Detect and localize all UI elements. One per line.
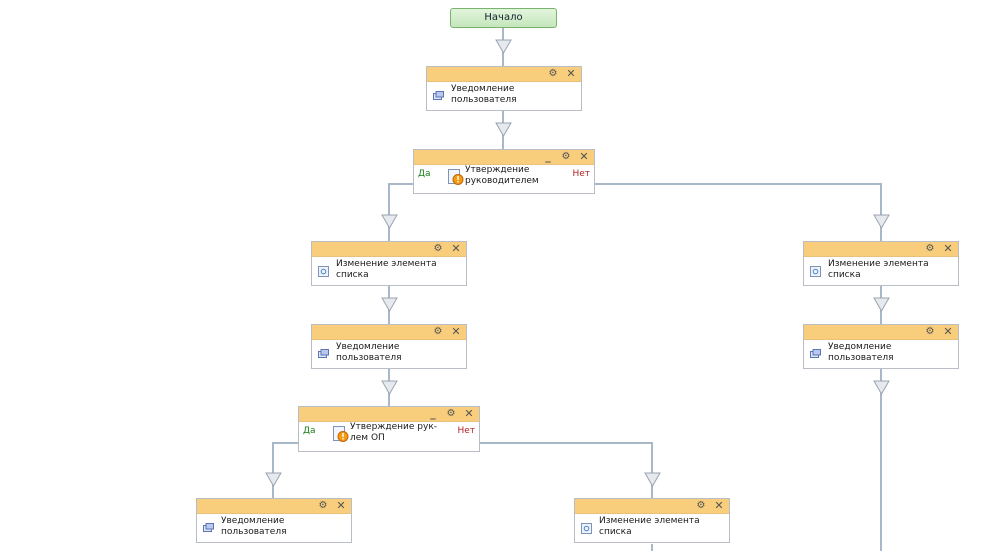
gear-icon[interactable]: ⚙ (925, 243, 935, 254)
start-label: Начало (484, 12, 523, 23)
action-header: ⚙ ✕ (575, 499, 729, 514)
insert-triangle-icon[interactable] (495, 39, 512, 57)
minimize-icon[interactable]: _ (545, 150, 551, 163)
list-item-edit-icon (318, 266, 329, 277)
action-label: Изменение элемента списка (828, 259, 929, 280)
action-header: _ ⚙ ✕ (299, 407, 479, 422)
notification-icon (433, 91, 444, 101)
close-icon[interactable]: ✕ (451, 242, 461, 255)
insert-triangle-icon[interactable] (495, 122, 512, 140)
notification-icon (810, 349, 821, 359)
close-icon[interactable]: ✕ (451, 325, 461, 338)
insert-triangle-icon[interactable] (381, 214, 398, 232)
action-label: Утверждение руководителем (465, 165, 539, 186)
close-icon[interactable]: ✕ (943, 325, 953, 338)
close-icon[interactable]: ✕ (566, 67, 576, 80)
insert-triangle-icon[interactable] (381, 380, 398, 398)
branch-no-label: Нет (457, 426, 475, 436)
approval-warning-icon (448, 169, 464, 185)
action-header: ⚙ ✕ (312, 242, 466, 257)
change-list-item-action[interactable]: ⚙ ✕ Изменение элемента списка (803, 241, 959, 286)
insert-triangle-icon[interactable] (873, 380, 890, 398)
action-header: _ ⚙ ✕ (414, 150, 594, 165)
branch-yes-label: Да (303, 426, 316, 436)
insert-triangle-icon[interactable] (873, 297, 890, 315)
action-label: Утверждение рук-лем ОП (350, 422, 438, 443)
action-label: Уведомление пользователя (451, 84, 517, 105)
notification-icon (318, 349, 329, 359)
gear-icon[interactable]: ⚙ (433, 243, 443, 254)
action-label: Изменение элемента списка (599, 516, 700, 537)
action-label: Уведомление пользователя (336, 342, 402, 363)
change-list-item-action[interactable]: ⚙ ✕ Изменение элемента списка (311, 241, 467, 286)
gear-icon[interactable]: ⚙ (433, 326, 443, 337)
notify-user-action[interactable]: ⚙ ✕ Уведомление пользователя (803, 324, 959, 369)
gear-icon[interactable]: ⚙ (696, 500, 706, 511)
close-icon[interactable]: ✕ (464, 407, 474, 420)
list-item-edit-icon (810, 266, 821, 277)
notify-user-action[interactable]: ⚙ ✕ Уведомление пользователя (311, 324, 467, 369)
list-item-edit-icon (581, 523, 592, 534)
action-label: Уведомление пользователя (221, 516, 287, 537)
action-header: ⚙ ✕ (197, 499, 351, 514)
gear-icon[interactable]: ⚙ (548, 68, 558, 79)
change-list-item-action[interactable]: ⚙ ✕ Изменение элемента списка (574, 498, 730, 543)
action-header: ⚙ ✕ (804, 325, 958, 340)
notification-icon (203, 523, 214, 533)
close-icon[interactable]: ✕ (579, 150, 589, 163)
gear-icon[interactable]: ⚙ (925, 326, 935, 337)
approval-op-action[interactable]: _ ⚙ ✕ Да Утверждение рук-лем ОП Нет (298, 406, 480, 452)
close-icon[interactable]: ✕ (336, 499, 346, 512)
gear-icon[interactable]: ⚙ (318, 500, 328, 511)
action-header: ⚙ ✕ (427, 67, 581, 82)
action-header: ⚙ ✕ (804, 242, 958, 257)
insert-triangle-icon[interactable] (265, 472, 282, 490)
action-label: Уведомление пользователя (828, 342, 894, 363)
insert-triangle-icon[interactable] (873, 214, 890, 232)
close-icon[interactable]: ✕ (714, 499, 724, 512)
notify-user-action[interactable]: ⚙ ✕ Уведомление пользователя (426, 66, 582, 111)
gear-icon[interactable]: ⚙ (561, 151, 571, 162)
notify-user-action[interactable]: ⚙ ✕ Уведомление пользователя (196, 498, 352, 543)
gear-icon[interactable]: ⚙ (446, 408, 456, 419)
insert-triangle-icon[interactable] (381, 297, 398, 315)
insert-triangle-icon[interactable] (644, 472, 661, 490)
start-node[interactable]: Начало (450, 8, 557, 28)
approval-warning-icon (333, 426, 349, 442)
close-icon[interactable]: ✕ (943, 242, 953, 255)
branch-yes-label: Да (418, 169, 431, 179)
action-header: ⚙ ✕ (312, 325, 466, 340)
action-label: Изменение элемента списка (336, 259, 437, 280)
branch-no-label: Нет (572, 169, 590, 179)
minimize-icon[interactable]: _ (430, 407, 436, 420)
approval-manager-action[interactable]: _ ⚙ ✕ Да Утверждение руководителем Нет (413, 149, 595, 194)
